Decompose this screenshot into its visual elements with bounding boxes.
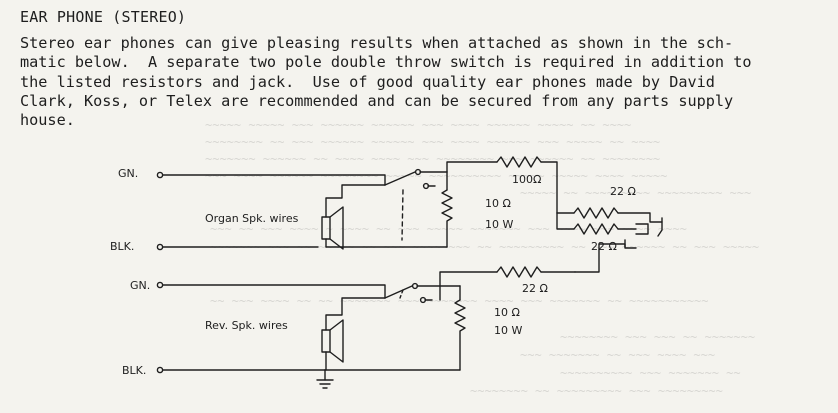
label-resistor-10-bottom: 10 Ω bbox=[494, 306, 520, 319]
label-organ-speaker: Organ Spk. wires bbox=[205, 212, 299, 225]
label-gn-top: GN. bbox=[118, 167, 138, 180]
bleed-through-text: ~~~~~ ~~~~~ ~~~ ~~~~~~ ~~~~~~ ~~~ ~~~~ ~… bbox=[205, 118, 632, 132]
bleed-through-text: ~~~ ~~~~ ~~~~~~ ~~~~~~~~ ~~~~~ ~~~~~~~~~… bbox=[205, 169, 668, 183]
resistor-10-bottom-icon bbox=[454, 299, 466, 371]
bleed-through-text: ~~~ ~~~~~~~ ~~ ~~~ ~~~~ ~~~ bbox=[520, 348, 716, 362]
bleed-through-text: ~~~ ~~ ~~~ ~~~~ ~ ~~~~ ~~ ~~~ ~~~~~ ~~~~… bbox=[210, 222, 687, 236]
label-blk-top: BLK. bbox=[110, 240, 134, 253]
top-node-wire bbox=[446, 161, 498, 173]
label-resistor-22-upper: 22 Ω bbox=[610, 185, 636, 198]
resistor-100-icon bbox=[496, 156, 542, 168]
label-resistor-10w-bottom: 10 W bbox=[494, 324, 522, 337]
resistor-22-mid-icon bbox=[573, 223, 619, 235]
bleed-through-text: ~~~~~~~~ ~~ ~~~ ~~~~~~ ~~~~~~ ~~~ ~~~~ ~… bbox=[205, 135, 661, 149]
section-heading: EAR PHONE (STEREO) bbox=[20, 8, 187, 26]
bleed-through-text: ~~~~~~~~~~ ~~~ ~~~~~~~ ~~ bbox=[560, 366, 741, 380]
blk-top-terminal bbox=[156, 243, 164, 251]
label-resistor-22-lower: 22 Ω bbox=[591, 240, 617, 253]
paragraph-line: the listed resistors and jack. Use of go… bbox=[20, 72, 715, 91]
organ-speaker-icon bbox=[321, 184, 386, 250]
label-resistor-22-bottom: 22 Ω bbox=[522, 282, 548, 295]
bleed-through-text: ~~~~~~~~ ~~ ~~~~~~~~~ ~~~ ~~~~~~~~~ bbox=[470, 384, 723, 398]
paragraph-line: matic below. A separate two pole double … bbox=[20, 53, 752, 72]
bleed-through-text: ~~~~~~~~ ~~~ ~~~ ~~ ~~~~~~~ bbox=[560, 330, 756, 344]
resistor-22-bottom-icon bbox=[496, 266, 542, 278]
resistor-10-top-icon bbox=[441, 189, 453, 248]
jack-mid-wire-left bbox=[556, 212, 575, 230]
label-resistor-100: 100Ω bbox=[512, 173, 542, 186]
gn-top-lead bbox=[161, 174, 386, 186]
paragraph-line: Stereo ear phones can give pleasing resu… bbox=[20, 34, 734, 52]
blk-bottom-terminal bbox=[156, 366, 164, 374]
switch-pole-bottom-icon bbox=[384, 282, 441, 304]
paragraph: Stereo ear phones can give pleasing resu… bbox=[20, 34, 830, 130]
switch-pole-top-icon bbox=[384, 168, 448, 190]
label-resistor-10w-top: 10 W bbox=[485, 218, 513, 231]
label-gn-bottom: GN. bbox=[130, 279, 150, 292]
switch-mechanical-link-lower bbox=[399, 289, 404, 299]
label-resistor-10-top: 10 Ω bbox=[485, 197, 511, 210]
gn-top-terminal bbox=[156, 171, 164, 179]
ground-icon bbox=[316, 369, 334, 389]
switch-mechanical-link bbox=[401, 189, 404, 241]
paragraph-line: Clark, Koss, or Telex are recommended an… bbox=[20, 91, 734, 110]
resistor-22-upper-icon bbox=[573, 207, 619, 219]
gn-bottom-terminal bbox=[156, 281, 164, 289]
rev-speaker-icon bbox=[321, 297, 386, 371]
top-right-wire bbox=[540, 161, 558, 214]
jack-upper-wire-right bbox=[617, 212, 663, 223]
stereo-jack-icon bbox=[624, 217, 663, 249]
label-rev-speaker: Rev. Spk. wires bbox=[205, 319, 288, 332]
paragraph-line: house. bbox=[20, 111, 75, 130]
bottom-node-wire bbox=[439, 271, 498, 287]
bottom-jack-wire bbox=[574, 243, 600, 273]
bleed-through-text: ~~~~~ ~~ ~~~~ ~~~~ ~~~~~~~~~ ~~~ bbox=[520, 186, 752, 200]
jack-lower-feed bbox=[598, 243, 626, 248]
label-blk-bottom: BLK. bbox=[122, 364, 146, 377]
gn-bottom-lead bbox=[161, 284, 386, 299]
